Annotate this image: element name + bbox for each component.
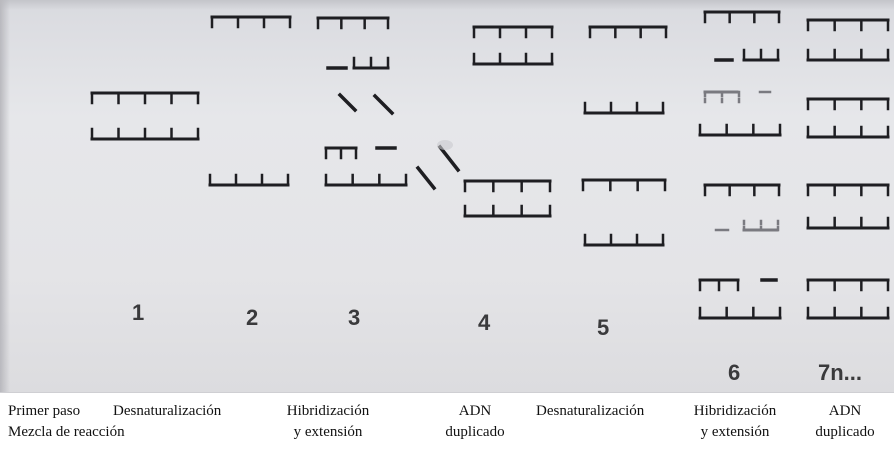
- step-number-5: 5: [597, 315, 610, 340]
- step5-strand-b: [583, 101, 665, 115]
- step7-copy2-bottom: [806, 125, 890, 139]
- step-number-3: 3: [348, 305, 361, 330]
- caption-step-6-line-1: Hibridización: [693, 403, 777, 419]
- step5-strand-d: [583, 233, 665, 247]
- caption-step-1-line-2: Mezcla de reacción: [8, 424, 125, 440]
- caption-step-5: Desnaturalización: [536, 403, 645, 419]
- step6-top-c: [703, 183, 781, 197]
- caption-step-3-line-2: y extensión: [293, 424, 363, 440]
- photo-smudge: [437, 140, 453, 150]
- step3-extending-strand-top: [352, 56, 390, 70]
- step7-copy2-top: [806, 97, 890, 111]
- caption-step-7-line-1: ADN: [828, 403, 862, 419]
- caption-step-1-line-1: Primer paso: [8, 403, 81, 419]
- step5-strand-c: [581, 178, 667, 192]
- caption-step-4-line-2: duplicado: [445, 424, 505, 440]
- step2-bottom-strand: [208, 173, 290, 187]
- step7-copy3-top: [806, 183, 890, 197]
- step7-copy1-top: [806, 18, 890, 32]
- step-number-7: 7n...: [818, 360, 863, 385]
- step-number-1: 1: [132, 300, 145, 325]
- step3-bottom-strand: [324, 173, 408, 187]
- step4-copy1-bottom: [472, 52, 554, 66]
- step6-faint-c: [742, 218, 780, 232]
- step7-copy4-top: [806, 278, 890, 292]
- step4-copy2-top: [463, 179, 552, 193]
- caption-step-4-line-1: ADN: [458, 403, 492, 419]
- step6-extend-a: [742, 48, 780, 62]
- step3-primer-diagonal-b: [372, 93, 395, 116]
- step4-copy2-bottom: [463, 204, 552, 218]
- step7-copy1-bottom: [806, 48, 890, 62]
- step4-copy1-top: [472, 25, 554, 39]
- step6-faint-b: [703, 90, 741, 104]
- step1-bottom-strand: [90, 127, 200, 141]
- step3-template-mid: [324, 146, 358, 160]
- step3-top-strand: [316, 16, 390, 30]
- step7-copy4-bottom: [806, 306, 890, 320]
- step2-top-strand: [210, 15, 292, 29]
- primer-diagonal-d: [437, 144, 461, 173]
- step6-bottom-b: [698, 123, 782, 137]
- step7-copy3-bottom: [806, 216, 890, 230]
- step-number-6: 6: [728, 360, 741, 385]
- pcr-diagram-photo: 1 2 3 4 5 6 7n...: [0, 0, 894, 393]
- caption-step-6-line-2: y extensión: [700, 424, 770, 440]
- step-number-2: 2: [246, 305, 259, 330]
- step6-bottom-d: [698, 306, 782, 320]
- step1-top-strand: [90, 91, 200, 105]
- step3-primer-diagonal-a: [337, 92, 358, 113]
- step6-top-d: [698, 278, 740, 292]
- step5-strand-a: [588, 25, 668, 39]
- pcr-strand-diagram: [90, 10, 890, 320]
- caption-step-3-line-1: Hibridización: [286, 403, 370, 419]
- primer-diagonal-c: [415, 165, 437, 191]
- caption-step-7-line-2: duplicado: [815, 424, 875, 440]
- step6-top-a: [703, 10, 781, 24]
- caption-step-2: Desnaturalización: [113, 403, 222, 419]
- step-number-4: 4: [478, 310, 491, 335]
